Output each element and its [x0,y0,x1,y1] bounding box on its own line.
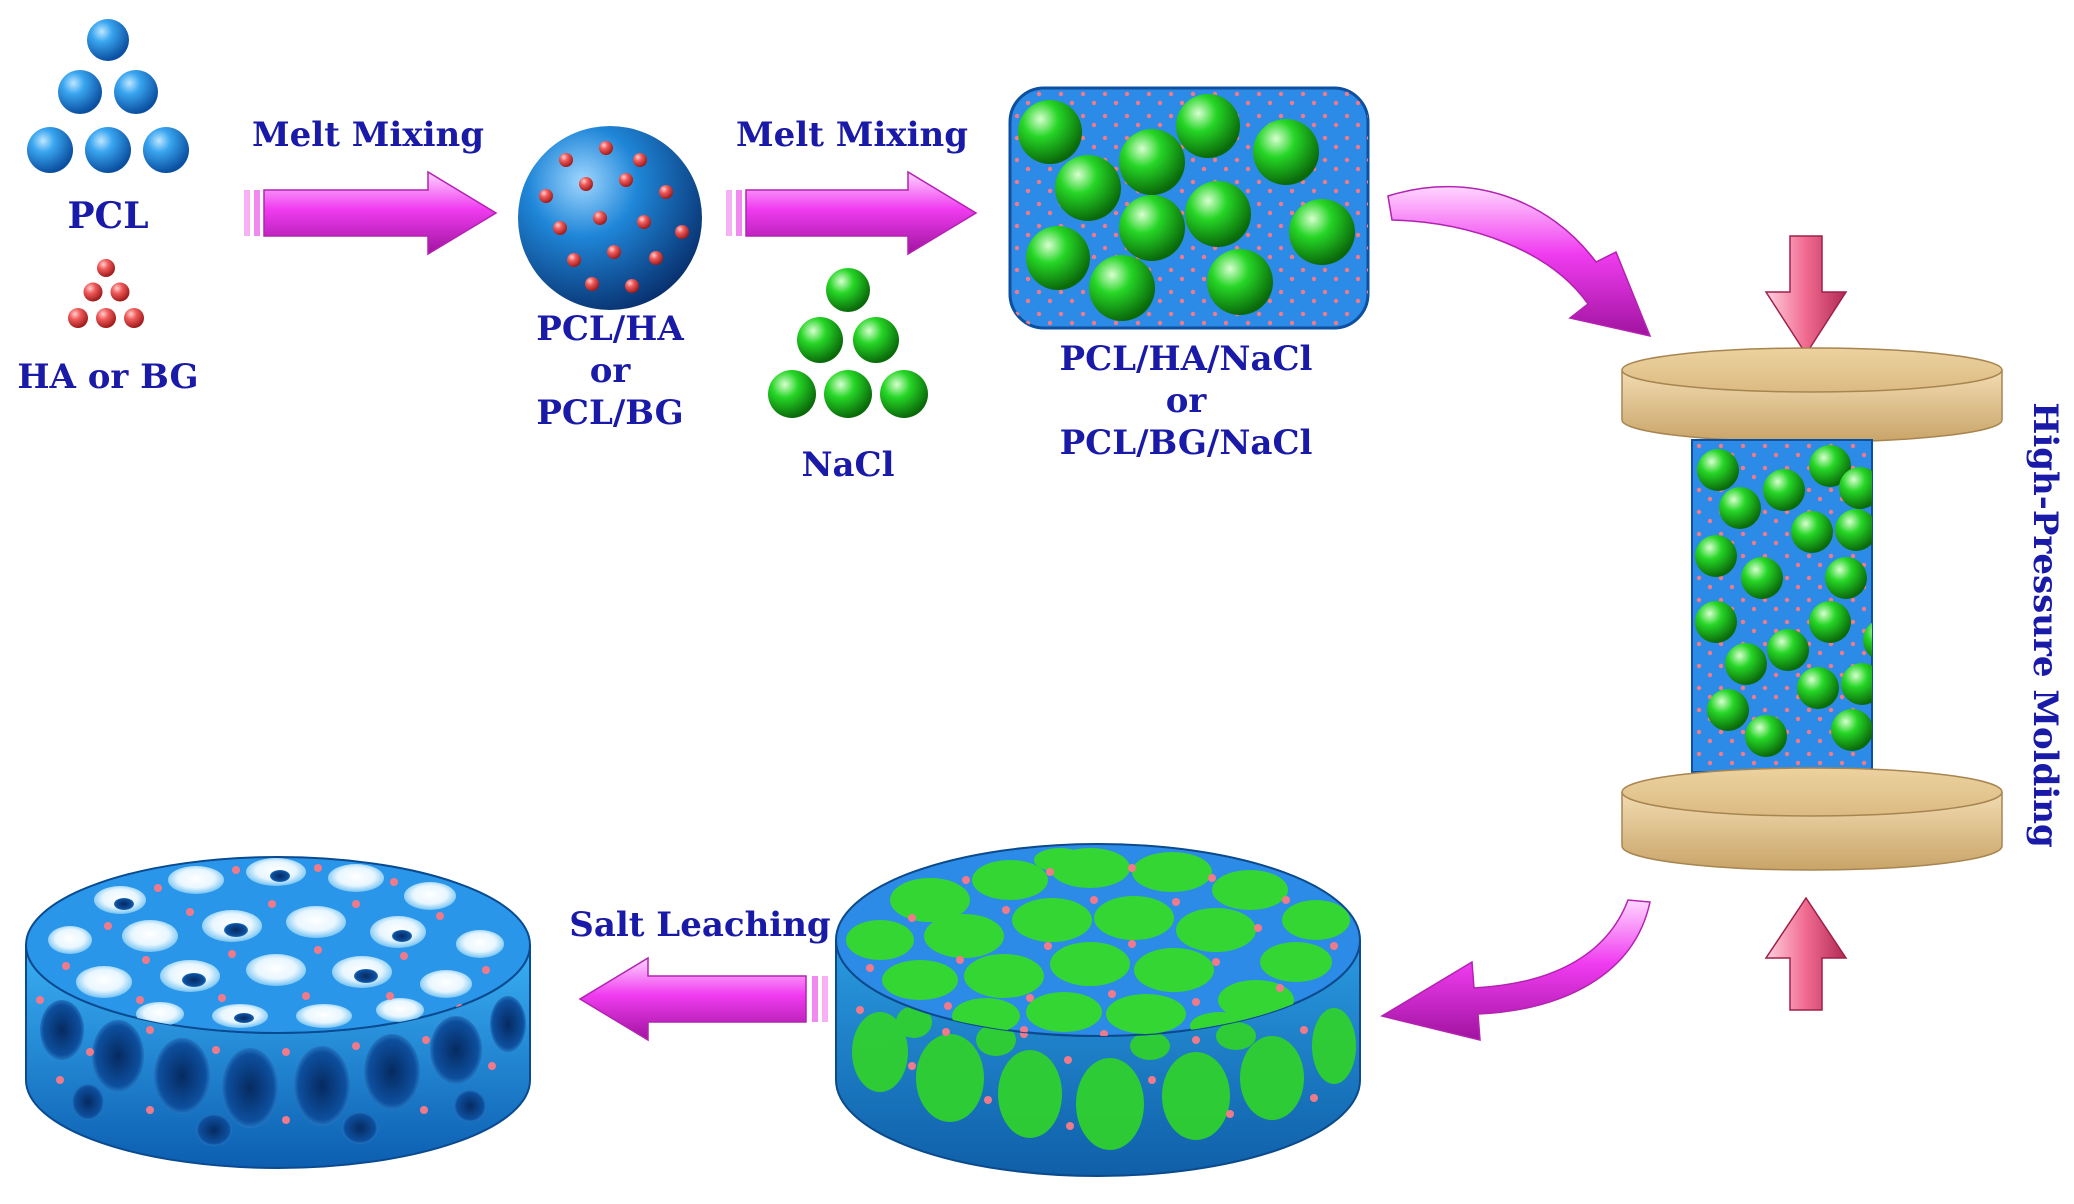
nacl-particles-icon [768,268,928,418]
composite-block-icon [1008,86,1370,330]
porous-scaffold-icon [25,856,531,1169]
right-arrow-icon [244,170,498,256]
nacl-label: NaCl [801,445,894,485]
pcl-particles-icon [27,19,189,173]
high-pressure-molding-label: High-Pressure Molding [2025,402,2065,848]
melt-mixing-label-1: Melt Mixing [252,115,484,155]
mold-press-icon [1621,235,2003,1011]
or-label-2: or [1166,381,1208,421]
curved-arrow-icon [1387,185,1652,338]
molded-disc-icon [835,843,1361,1177]
down-pressure-arrow-icon [1764,235,1848,356]
pcl-label: PCL [67,195,148,237]
melt-mixing-label-2: Melt Mixing [736,115,968,155]
curved-arrow-icon [1380,899,1651,1041]
ha-particles-icon [68,259,144,328]
pcl-bg-nacl-label: PCL/BG/NaCl [1060,423,1313,463]
pcl-ha-nacl-label: PCL/HA/NaCl [1060,339,1313,379]
pcl-ha-label: PCL/HA [536,309,684,349]
composite-sphere-icon [518,126,702,310]
right-arrow-icon [726,170,978,256]
left-arrow-icon [578,956,828,1042]
up-pressure-arrow-icon [1764,896,1848,1011]
salt-leaching-label: Salt Leaching [569,905,830,945]
pcl-bg-label: PCL/BG [536,393,683,433]
or-label-1: or [590,351,632,391]
ha-bg-label: HA or BG [17,357,198,397]
